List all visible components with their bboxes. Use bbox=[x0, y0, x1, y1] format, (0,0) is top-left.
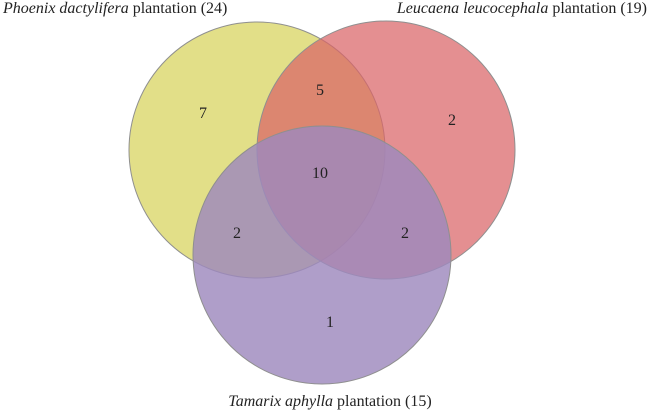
set-label-tamarix: Tamarix aphylla plantation (15) bbox=[228, 393, 431, 410]
set-label-phoenix: Phoenix dactylifera plantation (24) bbox=[2, 0, 227, 17]
region-count-tamarix-only: 1 bbox=[326, 314, 334, 331]
region-count-phoenix-only: 7 bbox=[199, 105, 207, 122]
set-label-leucaena: Leucaena leucocephala plantation (19) bbox=[396, 0, 647, 17]
region-count-all-three: 10 bbox=[312, 165, 328, 182]
region-count-phoenix-tamarix: 2 bbox=[233, 225, 241, 242]
region-count-leucaena-tamarix: 2 bbox=[401, 225, 409, 242]
region-count-phoenix-leucaena: 5 bbox=[316, 82, 324, 99]
region-count-leucaena-only: 2 bbox=[448, 112, 456, 129]
venn-circle-tamarix bbox=[192, 125, 452, 385]
